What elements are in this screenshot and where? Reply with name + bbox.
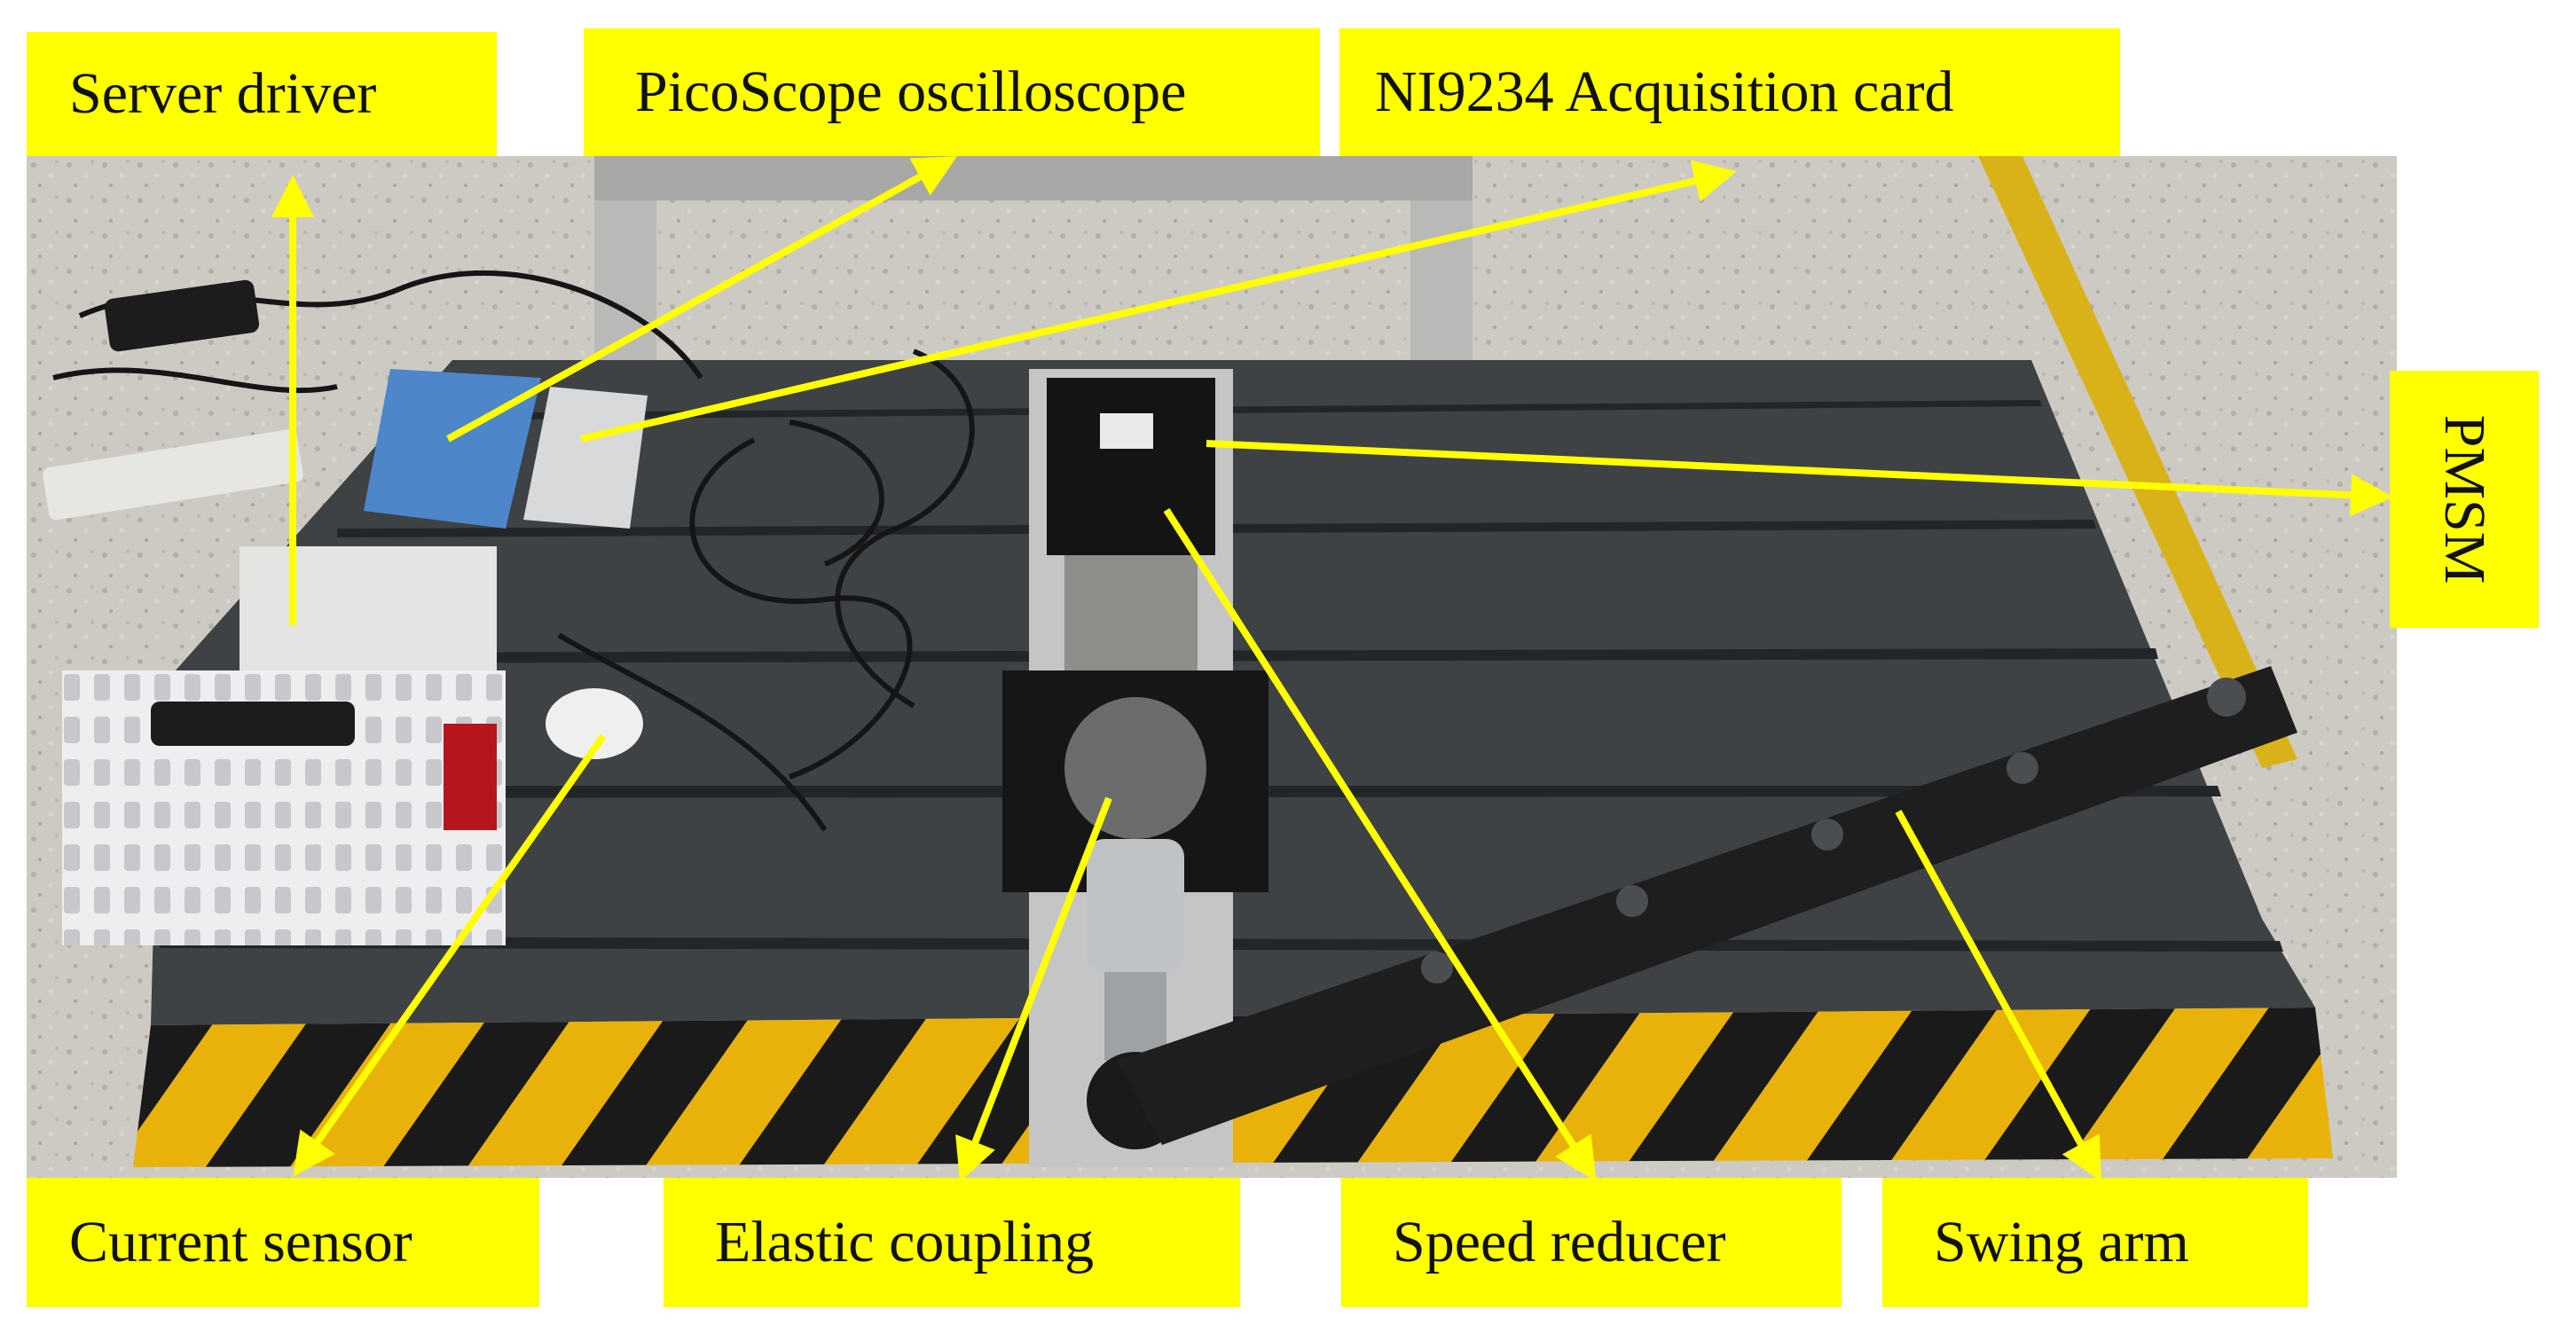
power-supply-handle: [151, 702, 355, 746]
label-pmsm: PMSM: [2390, 371, 2539, 628]
swing-arm-hole: [1811, 819, 1843, 851]
label-current-sensor-text: Current sensor: [69, 1210, 412, 1274]
flange-hub: [1064, 697, 1206, 839]
label-speed-reducer: Speed reducer: [1341, 1178, 1842, 1307]
label-picoscope-text: PicoScope oscilloscope: [635, 59, 1187, 124]
current-sensor-device: [546, 688, 643, 759]
reducer-body: [1064, 555, 1198, 688]
swing-arm-hole: [1616, 885, 1648, 917]
coupling-body: [1087, 839, 1184, 972]
label-swing-arm-text: Swing arm: [1934, 1210, 2189, 1274]
swing-arm-hole: [2007, 752, 2038, 784]
label-ni9234-text: NI9234 Acquisition card: [1375, 59, 1954, 124]
label-ni9234: NI9234 Acquisition card: [1339, 28, 2120, 156]
power-adapter: [104, 279, 260, 352]
label-current-sensor: Current sensor: [27, 1178, 539, 1307]
label-server-driver-text: Server driver: [69, 61, 377, 126]
test-bench-photo: [27, 156, 2397, 1178]
coupling-shaft: [1104, 972, 1166, 1061]
swing-arm-hole: [1421, 952, 1453, 984]
stand-bar: [594, 156, 1473, 200]
label-elastic-coupling: Elastic coupling: [664, 1178, 1240, 1307]
pmsm-body: [1047, 378, 1215, 555]
label-swing-arm: Swing arm: [1882, 1178, 2308, 1307]
swing-arm-hole: [2207, 678, 2246, 717]
label-elastic-coupling-text: Elastic coupling: [715, 1210, 1095, 1274]
power-strip: [43, 429, 303, 521]
label-server-driver: Server driver: [27, 32, 497, 156]
pmsm-label: [1100, 413, 1153, 449]
label-pmsm-text: PMSM: [2432, 414, 2497, 584]
power-supply-display: [444, 724, 497, 830]
label-speed-reducer-text: Speed reducer: [1393, 1210, 1726, 1274]
server-driver-device: [240, 546, 497, 670]
label-picoscope: PicoScope oscilloscope: [584, 28, 1320, 156]
